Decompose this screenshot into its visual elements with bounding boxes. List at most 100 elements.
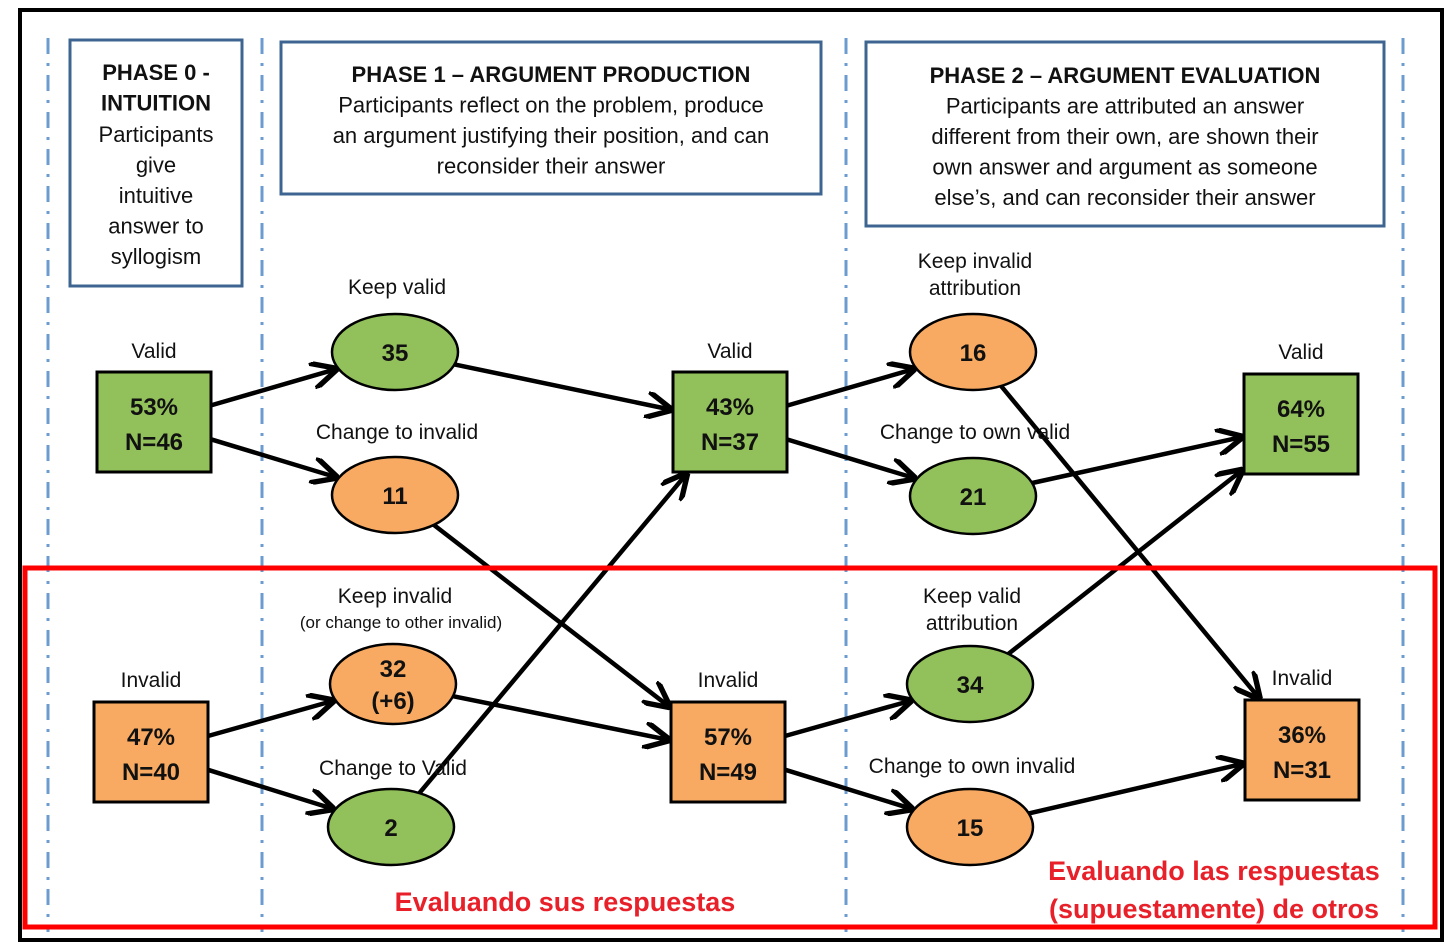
phase-0-description: intuitive (119, 183, 194, 208)
phase-2-description: Participants are attributed an answer (946, 94, 1304, 119)
phase-1-description: Participants reflect on the problem, pro… (338, 93, 764, 118)
phase-0-header: PHASE 0 - INTUITION Participants give intuit… (68, 38, 244, 288)
phase-0-description: answer to (108, 214, 203, 239)
oval-keep-invalid: Keep invalid (or change to other invalid)… (300, 585, 502, 726)
arrow-change-to-valid-to-p1-valid (417, 474, 686, 795)
box-p1-valid-label: Valid (707, 340, 752, 363)
oval-keep-valid-label: Keep valid (348, 276, 446, 299)
box-p2-valid-count: N=55 (1272, 431, 1330, 458)
phase-0-description: give (136, 153, 176, 178)
annotation-left: Evaluando sus respuestas (395, 887, 736, 917)
outer-frame (18, 8, 1444, 942)
oval-keep-invalid-label: Keep invalid (338, 585, 452, 608)
oval-keep-invalid-value: 32 (380, 656, 407, 683)
oval-keep-invalid-attribution-value: 16 (960, 340, 987, 367)
box-p1-invalid: Invalid 57% N=49 (669, 669, 787, 804)
box-p2-valid: Valid 64% N=55 (1242, 341, 1360, 476)
box-p0-valid-count: N=46 (125, 429, 183, 456)
oval-change-to-own-valid-label: Change to own valid (880, 421, 1070, 444)
box-p2-invalid-count: N=31 (1273, 757, 1331, 784)
box-p2-valid-shape (1242, 372, 1360, 476)
phase-1-description: an argument justifying their position, a… (333, 123, 770, 148)
highlight-box (22, 565, 1438, 930)
oval-keep-invalid-attribution-label: Keep invalid (918, 250, 1032, 273)
oval-keep-invalid-value: (+6) (371, 688, 414, 715)
box-p2-valid-percent: 64% (1277, 396, 1325, 423)
oval-keep-valid-value: 35 (382, 340, 409, 367)
phase-0-description: Participants (99, 122, 214, 147)
box-p1-invalid-label: Invalid (698, 669, 759, 692)
oval-keep-invalid-sublabel: (or change to other invalid) (300, 613, 502, 632)
oval-change-to-own-valid-value: 21 (960, 484, 987, 511)
oval-change-to-own-invalid: Change to own invalid 15 (869, 755, 1076, 867)
box-p2-valid-label: Valid (1278, 341, 1323, 364)
phase-2-description: different from their own, are shown thei… (931, 124, 1318, 149)
oval-keep-valid-attribution-label: attribution (926, 612, 1018, 635)
box-p2-invalid-label: Invalid (1272, 667, 1333, 690)
arrow-p1-valid-to-keep-invalid-attribution (786, 369, 913, 408)
oval-keep-invalid-shape (328, 642, 458, 726)
arrow-keep-invalid-to-p1-invalid (452, 693, 668, 740)
box-p2-invalid: Invalid 36% N=31 (1243, 667, 1361, 802)
box-p0-invalid-label: Invalid (121, 669, 182, 692)
phase-0-title: INTUITION (101, 91, 211, 116)
arrow-keep-valid-attribution-to-p2-valid (1007, 471, 1241, 656)
box-p1-valid-count: N=37 (701, 429, 759, 456)
oval-change-to-invalid-value: 11 (382, 483, 407, 510)
arrow-p1-invalid-to-keep-valid-attribution (784, 701, 910, 739)
box-p1-valid-shape (671, 370, 789, 474)
oval-change-to-own-valid: Change to own valid 21 (880, 421, 1070, 536)
oval-change-to-own-invalid-value: 15 (957, 815, 984, 842)
oval-change-to-own-invalid-label: Change to own invalid (869, 755, 1076, 778)
phase-0-box (68, 38, 244, 288)
box-p0-valid-label: Valid (131, 340, 176, 363)
box-p0-valid-shape (95, 370, 213, 474)
phase-2-description: own answer and argument as someone (932, 155, 1317, 180)
box-p1-invalid-count: N=49 (699, 759, 757, 786)
oval-keep-valid-shape (330, 312, 460, 392)
box-p0-invalid-percent: 47% (127, 724, 175, 751)
phase-1-title: PHASE 1 – ARGUMENT PRODUCTION (352, 62, 751, 87)
arrow-change-to-own-invalid-to-p2-invalid (1028, 764, 1242, 816)
oval-keep-valid: Keep valid 35 (330, 276, 460, 392)
phase-1-description: reconsider their answer (437, 154, 666, 179)
phase-2-header: PHASE 2 – ARGUMENT EVALUATION Participant… (864, 40, 1386, 228)
arrow-p0-valid-to-change-to-invalid (210, 437, 336, 477)
oval-keep-valid-attribution-shape (905, 644, 1035, 724)
oval-keep-valid-attribution-label: Keep valid (923, 585, 1021, 608)
oval-change-to-own-invalid-shape (905, 787, 1035, 867)
phase-0-title: PHASE 0 - (102, 60, 210, 85)
arrow-p0-valid-to-keep-valid (210, 369, 335, 408)
oval-change-to-own-valid-shape (908, 456, 1038, 536)
box-p1-valid-percent: 43% (706, 394, 754, 421)
arrow-p1-valid-to-change-to-own-valid (786, 437, 914, 478)
box-p0-valid: Valid 53% N=46 (95, 340, 213, 474)
oval-keep-valid-attribution-value: 34 (957, 672, 984, 699)
arrow-p0-invalid-to-change-to-valid (207, 767, 332, 809)
box-p0-valid-percent: 53% (130, 394, 178, 421)
arrow-p1-invalid-to-change-to-own-invalid (784, 767, 911, 809)
phase-0-description: syllogism (111, 244, 201, 269)
phase-1-header: PHASE 1 – ARGUMENT PRODUCTION Participant… (279, 40, 823, 196)
box-p1-invalid-percent: 57% (704, 724, 752, 751)
oval-change-to-invalid-label: Change to invalid (316, 421, 478, 444)
phase-2-box (864, 40, 1386, 228)
arrow-keep-valid-to-p1-valid (454, 362, 671, 409)
box-p2-invalid-shape (1243, 698, 1361, 802)
box-p1-invalid-shape (669, 700, 787, 804)
phase-2-title: PHASE 2 – ARGUMENT EVALUATION (930, 63, 1321, 88)
oval-change-to-valid-shape (326, 787, 456, 867)
oval-change-to-invalid: Change to invalid 11 (316, 421, 478, 535)
box-p1-valid: Valid 43% N=37 (671, 340, 789, 474)
arrow-change-to-invalid-to-p1-invalid (432, 523, 669, 706)
arrow-change-to-own-valid-to-p2-valid (1031, 437, 1241, 486)
arrow-keep-invalid-attribution-to-p2-invalid (999, 384, 1259, 698)
box-p2-invalid-percent: 36% (1278, 722, 1326, 749)
annotation-right: (supuestamente) de otros (1049, 894, 1379, 924)
oval-change-to-valid-value: 2 (384, 815, 397, 842)
